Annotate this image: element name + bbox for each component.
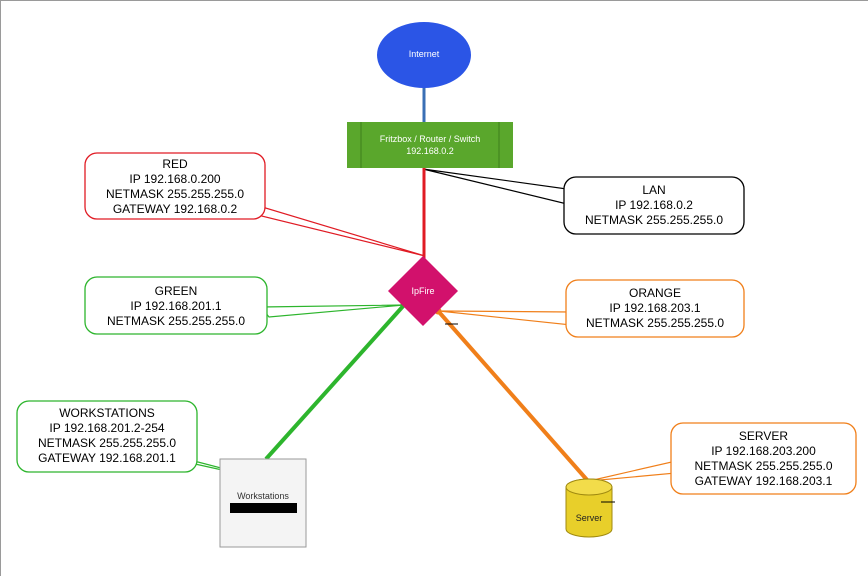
server-callout-line: SERVER [738, 429, 789, 443]
orange-callout-line: IP 192.168.203.1 [609, 301, 701, 315]
red-callout-box [84, 152, 266, 220]
workstations-callout-line: WORKSTATIONS [59, 406, 155, 420]
orange-callout-line: ORANGE [628, 286, 681, 300]
link-ipfire-workstations [264, 302, 407, 461]
red-callout-line: NETMASK 255.255.255.0 [105, 187, 245, 201]
lan-callout-pointer [422, 168, 568, 205]
green-callout-line: NETMASK 255.255.255.0 [106, 314, 246, 328]
lan-callout-line: IP 192.168.0.2 [615, 198, 693, 212]
workstations-callout-line: NETMASK 255.255.255.0 [37, 436, 177, 450]
green-callout-box [84, 276, 268, 335]
red-callout-pointer [238, 205, 426, 257]
ipfire-node[interactable] [388, 256, 458, 326]
orange-callout-text: ORANGE IP 192.168.203.1 NETMASK 255.255.… [566, 286, 744, 331]
server-top [565, 478, 613, 496]
workstations-callout-text: WORKSTATIONS IP 192.168.201.2-254 NETMAS… [17, 406, 197, 466]
internet-node[interactable] [377, 22, 471, 88]
lan-callout-box [563, 176, 745, 235]
lan-callout-text: LAN IP 192.168.0.2 NETMASK 255.255.255.0 [564, 183, 744, 228]
lan-callout-line: LAN [642, 183, 666, 197]
ipfire-label: IpFire [411, 286, 435, 296]
server-callout-line: IP 192.168.203.200 [711, 444, 816, 458]
red-callout-line: GATEWAY 192.168.0.2 [112, 202, 238, 216]
orange-callout-line: NETMASK 255.255.255.0 [585, 316, 725, 330]
internet-label: Internet [408, 49, 440, 59]
server-label: Server [575, 513, 603, 523]
server-callout-box [670, 422, 857, 495]
server-callout-line: NETMASK 255.255.255.0 [694, 459, 833, 473]
workstations-label: Workstations [237, 491, 289, 501]
workstations-redacted-bar [230, 503, 297, 513]
red-callout-line: RED [162, 157, 188, 171]
green-callout-line: IP 192.168.201.1 [130, 299, 222, 313]
workstations-callout-line: GATEWAY 192.168.201.1 [38, 451, 176, 465]
server-callout-line: GATEWAY 192.168.203.1 [694, 474, 833, 488]
red-callout-text: RED IP 192.168.0.200 NETMASK 255.255.255… [85, 157, 265, 217]
orange-callout-pointer [438, 310, 572, 326]
lan-callout-line: NETMASK 255.255.255.0 [584, 213, 724, 227]
green-callout-text: GREEN IP 192.168.201.1 NETMASK 255.255.2… [85, 284, 267, 329]
workstations-callout-line: IP 192.168.201.2-254 [49, 421, 165, 435]
green-callout-pointer [259, 304, 405, 318]
workstations-callout-box [16, 400, 198, 473]
router-label: Fritzbox / Router / Switch [379, 134, 481, 144]
red-callout-line: IP 192.168.0.200 [129, 172, 221, 186]
router-ip: 192.168.0.2 [406, 146, 454, 156]
green-callout-line: GREEN [154, 284, 198, 298]
orange-callout-box [565, 279, 745, 338]
router-node[interactable] [347, 122, 513, 168]
server-callout-text: SERVER IP 192.168.203.200 NETMASK 255.25… [671, 429, 856, 489]
server-callout-pointer [588, 460, 677, 482]
link-ipfire-server [437, 310, 590, 483]
